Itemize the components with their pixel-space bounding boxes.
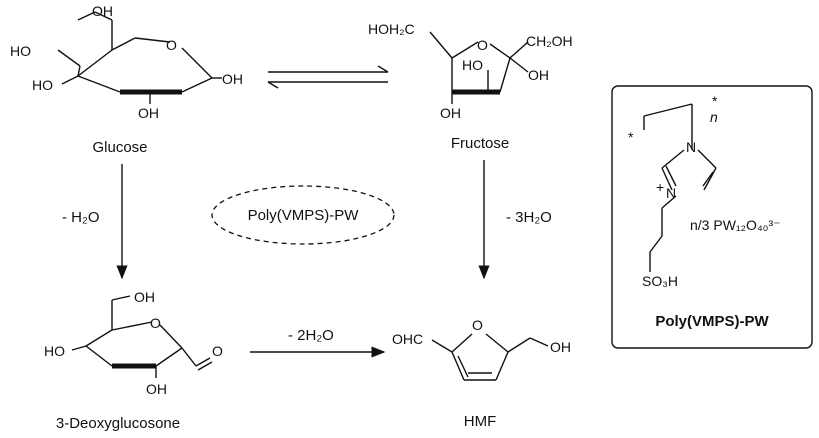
3dg-carbonyl-oxygen: O — [212, 343, 223, 359]
glucose-ring-oxygen: O — [166, 37, 177, 53]
arrow-label-minus-3h2o: - 3H₂O — [506, 209, 552, 226]
glucose-ho-lower-left: HO — [32, 77, 53, 93]
hmf-ring-oxygen: O — [472, 317, 483, 333]
inset-title: Poly(VMPS)-PW — [655, 313, 769, 330]
inset-plus-charge: + — [656, 179, 664, 195]
fructose-oh-bottom: OH — [440, 105, 461, 121]
fructose-ch2oh: CH₂OH — [526, 33, 573, 49]
3dg-ring-oxygen: O — [150, 315, 161, 331]
inset-star-right: * — [712, 93, 718, 109]
fructose-ring-oxygen: O — [477, 37, 488, 53]
fructose-hoh2c: HOH₂C — [368, 21, 415, 37]
fructose-label: Fructose — [451, 135, 509, 152]
hmf-ohc: OHC — [392, 331, 423, 347]
glucose-structure: OH O HO HO OH OH Glucose — [10, 3, 243, 156]
catalyst-structure-inset: * * n N N + n/3 PW₁₂O₄₀³⁻ SO₃H Poly(VMPS… — [611, 85, 813, 349]
inset-n-subscript: n — [710, 109, 718, 125]
fructose-ho-inner: HO — [462, 57, 483, 73]
glucose-oh-bottom: OH — [138, 105, 159, 121]
arrow-3dg-to-hmf: - 2H₂O — [250, 327, 386, 358]
inset-counterion: n/3 PW₁₂O₄₀³⁻ — [690, 217, 781, 233]
glucose-oh-top: OH — [92, 3, 113, 19]
deoxyglucosone-label: 3-Deoxyglucosone — [56, 415, 180, 432]
fructose-structure: HOH₂C O CH₂OH HO OH OH Fructose — [368, 21, 573, 152]
3dg-oh-bottom: OH — [146, 381, 167, 397]
fructose-oh-right: OH — [528, 67, 549, 83]
glucose-oh-right: OH — [222, 71, 243, 87]
inset-n3: N — [666, 185, 676, 201]
deoxyglucosone-structure: OH O HO O OH 3-Deoxyglucosone — [44, 289, 223, 432]
arrow-label-minus-2h2o: - 2H₂O — [288, 327, 334, 344]
glucose-ho-left: HO — [10, 43, 31, 59]
arrow-fructose-to-hmf: - 3H₂O — [478, 160, 552, 280]
inset-star-left: * — [628, 129, 634, 145]
inset-n1: N — [686, 139, 696, 155]
3dg-oh-top: OH — [134, 289, 155, 305]
arrow-label-minus-h2o: - H₂O — [62, 209, 100, 226]
3dg-ho-left: HO — [44, 343, 65, 359]
arrow-glucose-to-3dg: - H₂O — [62, 164, 128, 280]
inset-so3h: SO₃H — [642, 273, 678, 289]
catalyst-label: Poly(VMPS)-PW — [248, 207, 360, 224]
hmf-structure: OHC O OH HMF — [392, 317, 571, 430]
equilibrium-arrows — [267, 65, 389, 89]
hmf-oh: OH — [550, 339, 571, 355]
catalyst-badge: Poly(VMPS)-PW — [211, 185, 395, 245]
glucose-label: Glucose — [92, 139, 147, 156]
hmf-label: HMF — [464, 413, 497, 430]
